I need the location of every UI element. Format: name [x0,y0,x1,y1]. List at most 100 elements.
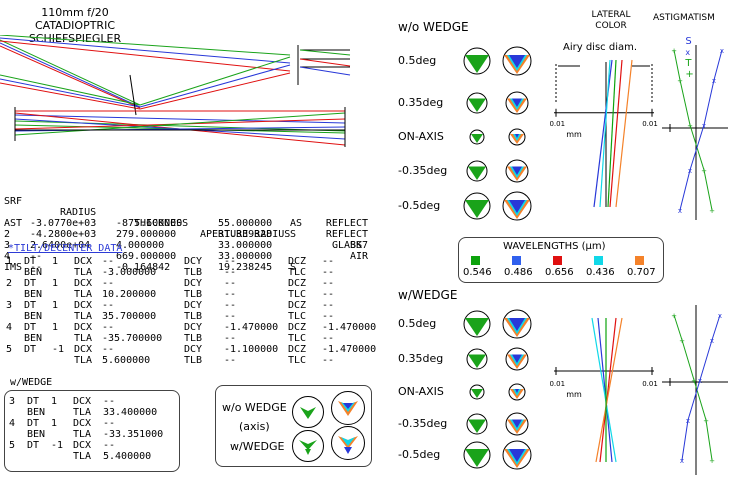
spot-field-label: -0.5deg [398,448,441,461]
tilt-cell: DCX [74,344,93,355]
wavelength-value: 0.436 [586,267,615,278]
col-header-thickness: THICKNESS [134,218,189,229]
tilt-cell: 1 [6,256,13,267]
legend-s: S [685,36,692,47]
tilt-cell: -3.000000 [102,267,157,278]
tilt-cell: -- [224,289,237,300]
tilt-cell: DCY [184,300,203,311]
tilt-cell: TLB [184,355,203,366]
spot-field-label: -0.5deg [398,199,441,212]
tilt-cell: -- [224,300,237,311]
tilt-cell: 1 [52,322,59,333]
wedge-cell: DT [27,396,40,407]
astig-marker: x [688,167,692,175]
tilt-cell: DT [24,322,37,333]
lat-tick-right: 0.01 [642,380,658,388]
tilt-decenter-link[interactable]: *TILT/DECENTER DATA [8,243,123,254]
tilt-cell: BEN [24,289,43,300]
spot-field-label: 0.35deg [398,352,444,365]
tilt-cell: -1.470000 [322,344,377,355]
tilt-cell: TLB [184,333,203,344]
tilt-cell: DCX [74,300,93,311]
tilt-cell: BEN [24,333,43,344]
astig-marker: + [679,337,685,345]
astig-legend: S x T + [679,25,693,80]
surface-aperture: 33.000000 [218,240,273,251]
tilt-cell: -35.700000 [102,333,163,344]
axis-spot-w-wedge-color [331,426,365,460]
tilt-cell: BEN [24,267,43,278]
wedge-cell: TLA [73,429,92,440]
wedge-cell: -- [103,418,116,429]
tilt-cell: TLC [288,267,307,278]
tilt-cell: DCX [74,256,93,267]
tilt-cell: -- [102,300,115,311]
spot-green [469,129,485,145]
lat-unit: mm [566,390,582,399]
lat-unit: mm [566,130,582,139]
tilt-cell: DCZ [288,278,307,289]
wedge-cell: 4 [9,418,16,429]
tilt-cell: DCY [184,322,203,333]
spot-field-label: ON-AXIS [398,385,444,398]
surface-id: AST [4,218,23,229]
tilt-cell: -- [224,355,237,366]
astig-marker: x [686,417,690,425]
surface-aperture-flag: S [290,229,297,240]
tilt-cell: -- [224,256,237,267]
spot-field-label: -0.35deg [398,164,448,177]
tilt-cell: TLC [288,333,307,344]
section-heading-w-wedge: w/WEDGE [398,288,458,302]
axis-spot-wo-wedge-color [331,391,365,425]
axis-spot-wo-wedge-green [292,396,324,428]
tilt-cell: 1 [52,278,59,289]
tilt-cell: -- [102,278,115,289]
tilt-cell: DCZ [288,344,307,355]
spot-color [505,91,529,115]
tilt-cell: -1 [52,344,65,355]
tilt-cell: -- [322,278,335,289]
surface-id: 3 [4,240,11,251]
surface-id: 4 [4,251,11,262]
spot-green [463,310,491,338]
tilt-cell: -1.470000 [224,322,279,333]
wedge-cell: DCX [73,440,92,451]
wavelength-value: 0.486 [504,267,533,278]
spot-color [505,412,529,436]
surface-thickness: -875.600000 [116,218,183,229]
lat-tick-left: -0.01 [550,120,565,128]
wavelength-swatch [635,256,644,265]
wavelength-swatch [512,256,521,265]
spot-icon [338,436,358,454]
surface-aperture: 31.339328 [218,229,273,240]
tilt-cell: 3 [6,300,13,311]
tilt-cell: TLB [184,311,203,322]
spot-green [466,413,488,435]
tilt-cell: TLC [288,355,307,366]
tilt-cell: TLA [74,267,93,278]
astig-marker: x [712,77,716,85]
astig-marker: + [703,417,709,425]
wedge-cell: BEN [27,429,46,440]
wedge-cell: DT [27,418,40,429]
surface-radius: -3.0770e+03 [30,218,97,229]
surface-thickness: -0.164842 [116,262,171,273]
tilt-cell: TLB [184,289,203,300]
spot-field-label: ON-AXIS [398,130,444,143]
astig-marker: x [720,47,724,55]
spot-color [502,191,532,221]
tilt-cell: -- [322,289,335,300]
wedge-cell: DCX [73,396,92,407]
astig-marker: + [709,207,715,215]
tilt-cell: DCX [74,278,93,289]
surface-table-header: SRF RADIUS THICKNESS APERTURE RADIUS GLA… [4,185,376,251]
